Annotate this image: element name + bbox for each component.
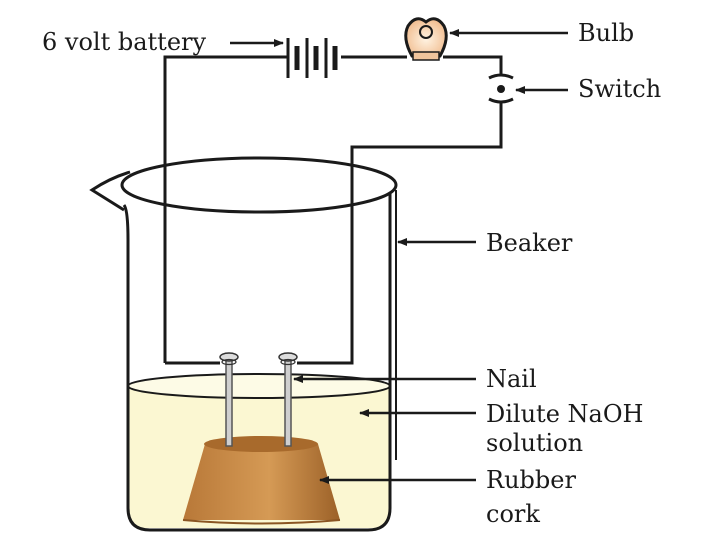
pointer-arrows xyxy=(230,29,568,484)
label-nail: Nail xyxy=(486,365,537,393)
battery xyxy=(286,38,338,78)
label-solution-line1: Dilute NaOH xyxy=(486,400,643,428)
label-solution-line2: solution xyxy=(486,429,583,457)
solution-surface xyxy=(127,373,391,399)
circuit-wire xyxy=(163,55,503,365)
rubber-cork-top xyxy=(204,436,318,452)
nail-left xyxy=(219,352,239,447)
rubber-cork xyxy=(183,444,340,520)
label-bulb: Bulb xyxy=(578,19,634,47)
switch xyxy=(488,73,514,104)
label-switch: Switch xyxy=(578,75,661,103)
label-battery: 6 volt battery xyxy=(42,28,206,56)
label-cork-line2: cork xyxy=(486,500,540,528)
bulb xyxy=(404,17,448,61)
nail-right xyxy=(278,352,298,447)
label-cork-line1: Rubber xyxy=(486,466,576,494)
label-beaker: Beaker xyxy=(486,229,573,257)
beaker xyxy=(89,156,398,532)
